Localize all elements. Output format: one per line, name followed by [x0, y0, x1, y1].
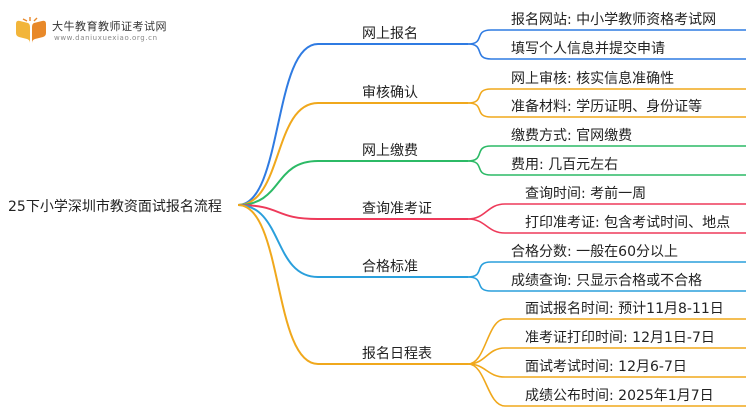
branch-label: 查询准考证: [362, 201, 432, 217]
leaf-label: 成绩公布时间: 2025年1月7日: [525, 388, 714, 404]
site-logo: 大牛教育教师证考试网 www.daniuxuexiao.org.cn: [14, 16, 214, 46]
branch-connector: [237, 204, 319, 365]
leaf-label: 面试考试时间: 12月6-7日: [525, 359, 687, 375]
leaf-label: 网上审核: 核实信息准确性: [511, 70, 674, 87]
root-node-label: 25下小学深圳市教资面试报名流程: [8, 198, 222, 215]
branch-label: 合格标准: [362, 259, 418, 275]
leaf-connector: [467, 102, 492, 118]
branch-connector: [237, 160, 319, 206]
leaf-connector: [467, 203, 506, 220]
branch-label: 网上报名: [362, 26, 418, 42]
branch-connector: [237, 204, 319, 278]
leaf-label: 面试报名时间: 预计11月8-11日: [525, 301, 724, 317]
leaf-label: 缴费方式: 官网缴费: [511, 128, 632, 144]
leaf-connector: [467, 43, 492, 60]
leaf-label: 填写个人信息并提交申请: [511, 40, 665, 57]
logo-name: 大牛教育教师证考试网: [52, 20, 167, 33]
branch-label: 报名日程表: [362, 346, 432, 362]
branch-connector: [237, 102, 319, 206]
leaf-connector: [467, 29, 492, 45]
leaf-label: 费用: 几百元左右: [511, 157, 618, 173]
leaf-label: 准考证打印时间: 12月1日-7日: [525, 329, 715, 346]
leaf-label: 查询时间: 考前一周: [525, 185, 646, 202]
branch-connector: [237, 204, 319, 220]
leaf-label: 准备材料: 学历证明、身份证等: [511, 98, 702, 115]
leaf-connector: [467, 88, 492, 104]
leaf-connector: [467, 218, 506, 234]
leaf-connector: [467, 276, 492, 292]
leaf-label: 成绩查询: 只显示合格或不合格: [511, 273, 702, 289]
leaf-label: 合格分数: 一般在60分以上: [511, 244, 678, 260]
leaf-connector: [467, 363, 506, 407]
leaf-connector: [467, 145, 492, 162]
book-logo-icon: [16, 17, 46, 43]
leaf-connector: [467, 261, 492, 278]
branch-label: 网上缴费: [362, 143, 418, 159]
leaf-label: 报名网站: 中小学教师资格考试网: [511, 12, 716, 28]
logo-url: www.daniuxuexiao.org.cn: [54, 34, 158, 42]
leaf-connector: [467, 318, 506, 365]
leaf-connector: [467, 160, 492, 176]
branch-label: 审核确认: [362, 85, 418, 101]
leaf-label: 打印准考证: 包含考试时间、地点: [525, 214, 730, 231]
branch-connector: [237, 43, 319, 206]
